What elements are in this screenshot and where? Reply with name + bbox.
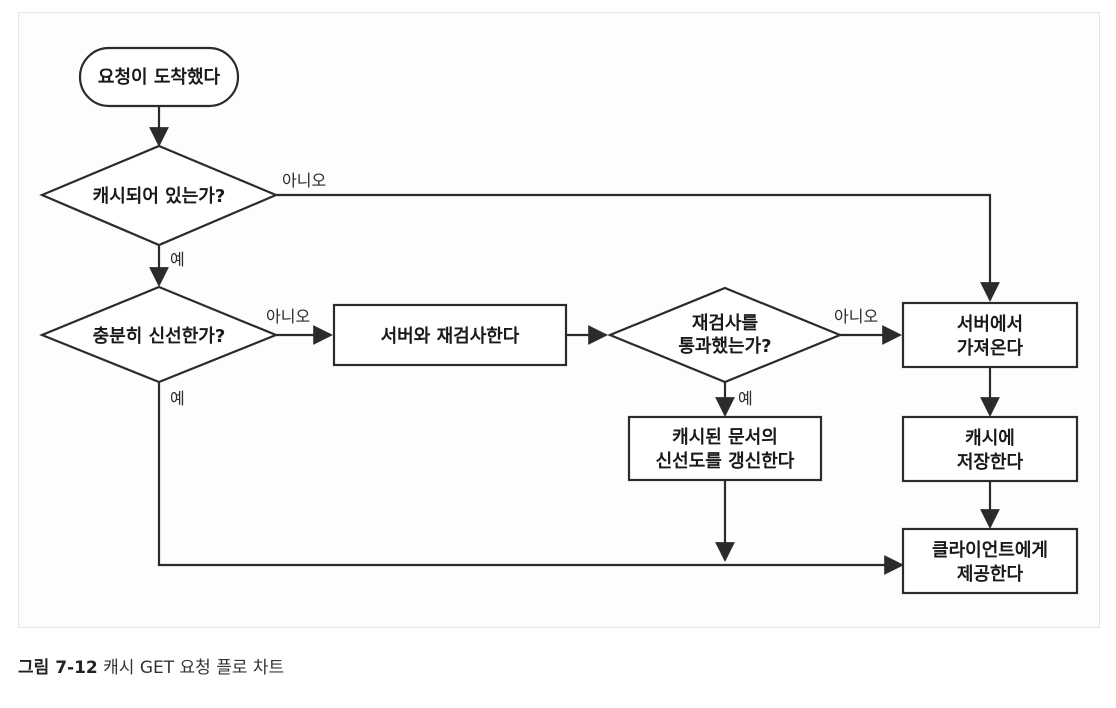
edge-label-cached-yes: 예 — [170, 250, 185, 269]
edge-label-passed-no: 아니오 — [834, 307, 878, 326]
start-node-label: 요청이 도착했다 — [98, 67, 221, 88]
fetch-label-line2: 가져온다 — [957, 338, 1024, 359]
fetch-label-line1: 서버에서 — [957, 314, 1023, 335]
store-label-line2: 저장한다 — [957, 452, 1024, 473]
serve-label-line1: 클라이언트에게 — [932, 540, 1048, 561]
serve-label-line2: 제공한다 — [957, 564, 1024, 585]
decision-cached-label: 캐시되어 있는가? — [93, 186, 226, 207]
store-box-shape — [901, 415, 1079, 483]
figure-number: 그림 7-12 — [18, 658, 98, 678]
revalidate-box-shape — [332, 303, 568, 367]
figure-caption-text: 캐시 GET 요청 플로 차트 — [97, 658, 285, 678]
decision-passed-label-line1: 재검사를 — [692, 313, 758, 334]
update-freshness-label-line1: 캐시된 문서의 — [672, 427, 778, 448]
edge-label-fresh-no: 아니오 — [266, 307, 310, 326]
update-freshness-label-line2: 신선도를 갱신한다 — [656, 451, 795, 472]
decision-passed-label-line2: 통과했는가? — [678, 336, 771, 357]
decision-passed-shape — [607, 286, 843, 384]
decision-fresh-shape — [39, 285, 279, 384]
revalidate-label: 서버와 재검사한다 — [381, 326, 520, 347]
decision-cached-shape — [39, 144, 279, 247]
start-node-shape — [78, 46, 240, 108]
edge-label-passed-yes: 예 — [738, 389, 753, 408]
update-freshness-box-shape — [627, 415, 823, 482]
edge-fresh-yes — [157, 382, 904, 575]
edge-cached-no — [276, 193, 1000, 302]
store-label-line1: 캐시에 — [965, 428, 1015, 449]
fetch-box-shape — [901, 301, 1079, 369]
serve-box-shape — [901, 527, 1079, 595]
decision-fresh-label: 충분히 신선한가? — [93, 326, 226, 347]
edge-label-fresh-yes: 예 — [170, 389, 185, 408]
edge-label-cached-no: 아니오 — [282, 171, 326, 190]
figure-caption: 그림 7-12 캐시 GET 요청 플로 차트 — [18, 653, 284, 678]
